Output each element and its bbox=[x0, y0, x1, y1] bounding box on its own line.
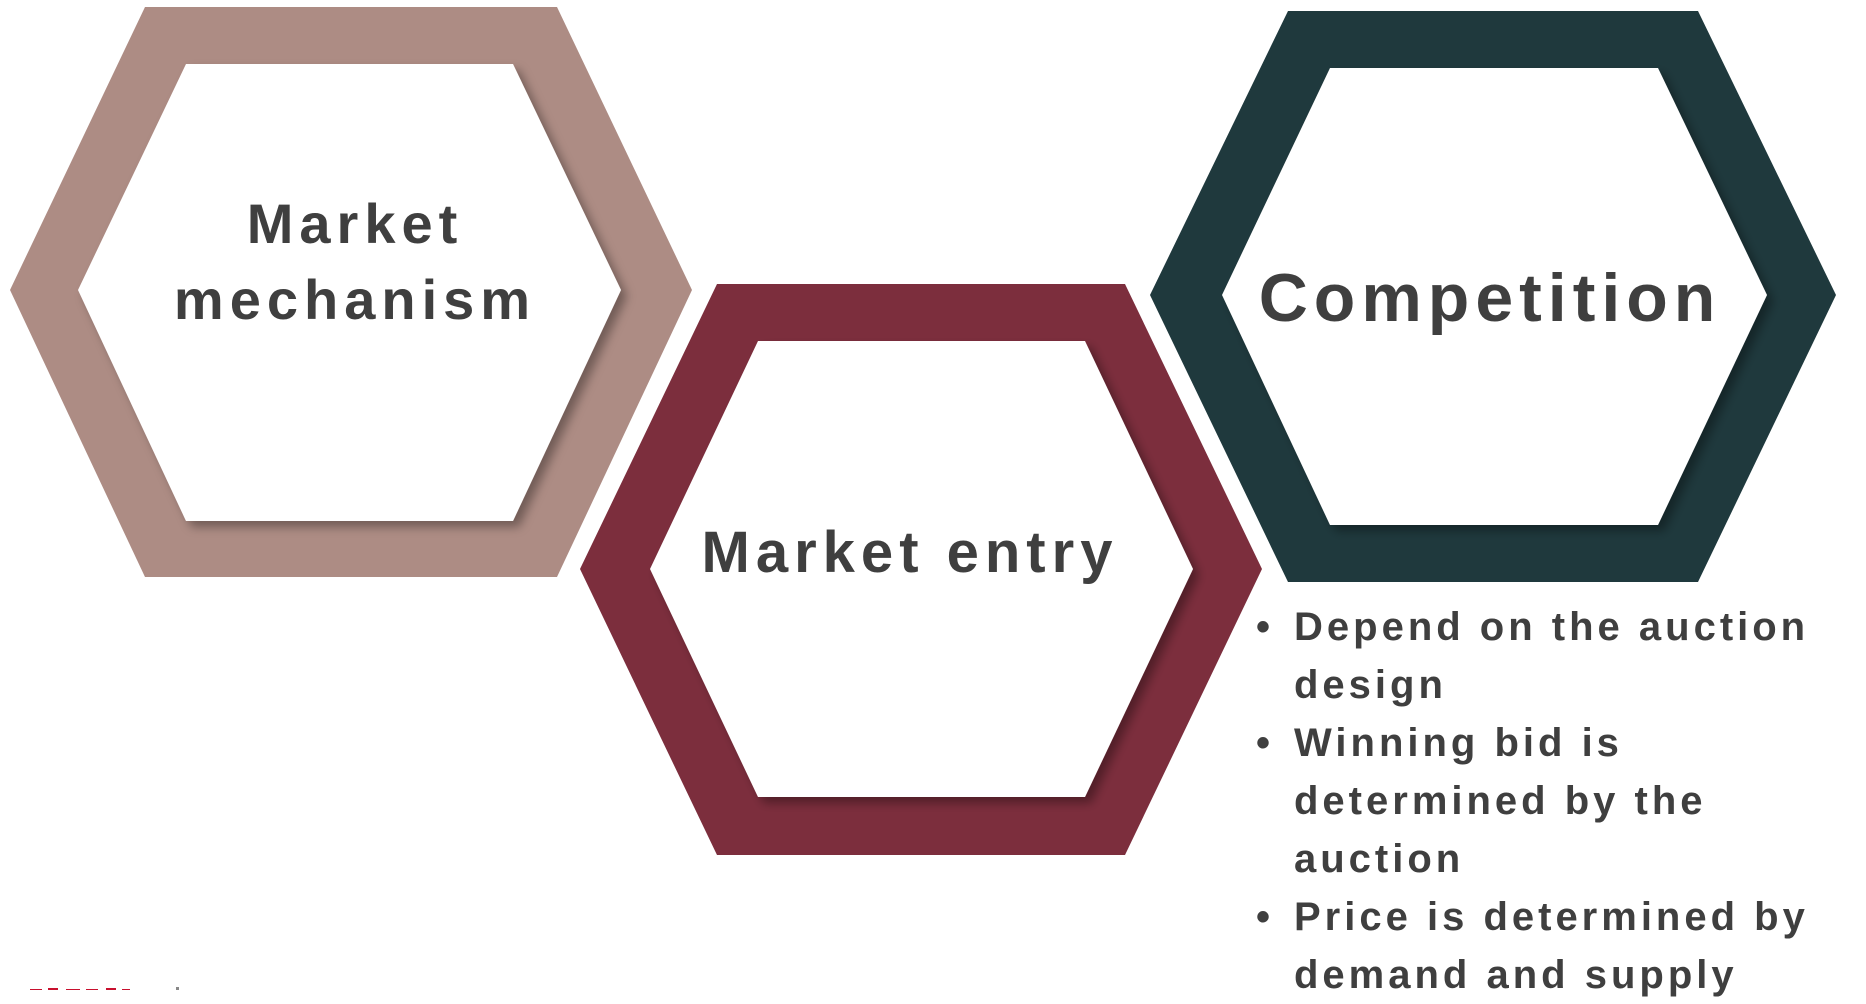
market-mechanism-label-line-1: Market bbox=[246, 192, 464, 255]
competition-bullet-list: Depend on the auction design Winning bid… bbox=[1256, 598, 1866, 1004]
hexagon-competition-inner bbox=[1222, 68, 1767, 525]
logo-icon bbox=[26, 982, 206, 990]
market-mechanism-label: Market mechanism bbox=[130, 186, 580, 338]
hexagon-market-mechanism-inner bbox=[78, 64, 621, 521]
market-mechanism-label-line-2: mechanism bbox=[173, 268, 537, 331]
hexagon-market-mechanism bbox=[10, 7, 692, 577]
competition-label: Competition bbox=[1258, 260, 1722, 336]
hexagon-market-entry-inner bbox=[650, 341, 1193, 797]
bullet-item: Winning bid is determined by the auction bbox=[1256, 714, 1866, 888]
market-entry-label: Market entry bbox=[701, 520, 1119, 585]
hexagon-market-entry bbox=[580, 284, 1262, 855]
bullet-item: Depend on the auction design bbox=[1256, 598, 1866, 714]
bullet-item: Price is determined by demand and supply bbox=[1256, 888, 1866, 1004]
hexagon-competition bbox=[1150, 11, 1836, 582]
